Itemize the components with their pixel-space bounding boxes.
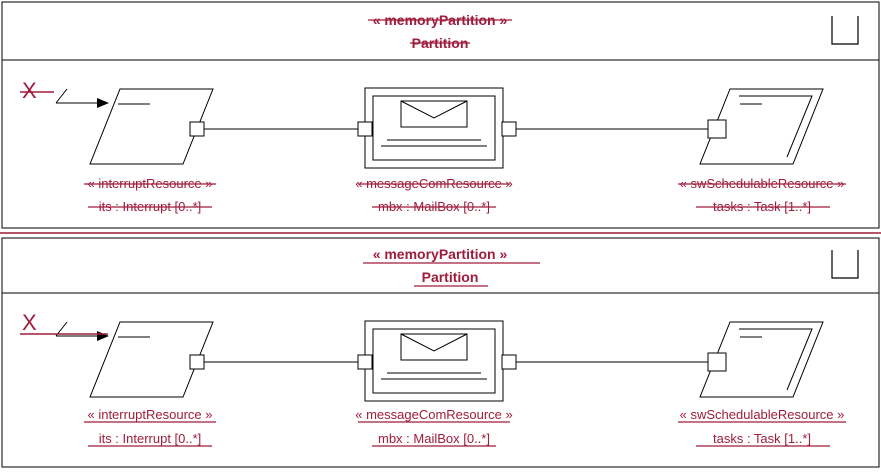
part-stereotype: « interruptResource » bbox=[87, 407, 212, 422]
mailbox-part[interactable]: « messageComResource » mbx : MailBox [0.… bbox=[355, 87, 517, 214]
bin-icon bbox=[831, 250, 859, 279]
interrupt-parallelogram-icon bbox=[89, 321, 214, 398]
port-square[interactable] bbox=[189, 121, 205, 137]
port-label: X bbox=[22, 310, 37, 335]
mailbox-inner-frame bbox=[372, 328, 496, 394]
panel-name: Partition bbox=[422, 269, 479, 285]
task-inner-frame bbox=[739, 328, 813, 391]
panel-border bbox=[1, 1, 880, 229]
port-square[interactable] bbox=[707, 352, 727, 372]
part-name: mbx : MailBox [0..*] bbox=[378, 431, 490, 446]
port-square[interactable] bbox=[501, 121, 517, 137]
mailbox-icon bbox=[364, 87, 504, 169]
panel-stereotype: « memoryPartition » bbox=[373, 246, 508, 262]
task-resource-part[interactable]: « swSchedulableResource » tasks : Task [… bbox=[678, 88, 846, 214]
part-stereotype: « swSchedulableResource » bbox=[680, 407, 845, 422]
port-label: X bbox=[22, 78, 37, 103]
interrupt-parallelogram-icon bbox=[89, 88, 214, 165]
mailbox-part[interactable]: « messageComResource » mbx : MailBox [0.… bbox=[355, 320, 517, 447]
task-resource-part[interactable]: « swSchedulableResource » tasks : Task [… bbox=[678, 321, 846, 447]
task-inner-frame bbox=[739, 95, 813, 158]
partition-panel-2: « memoryPartition » Partition X « interr… bbox=[1, 237, 880, 468]
part-stereotype: « messageComResource » bbox=[355, 407, 513, 422]
external-port[interactable]: X bbox=[20, 310, 108, 336]
external-port[interactable]: X bbox=[20, 78, 108, 103]
panel-border bbox=[1, 237, 880, 468]
port-square[interactable] bbox=[189, 354, 205, 370]
port-square[interactable] bbox=[357, 354, 373, 370]
envelope-icon bbox=[400, 100, 468, 128]
envelope-flap bbox=[400, 100, 468, 119]
partition-panel-1: « memoryPartition » Partition X « interr… bbox=[1, 1, 880, 229]
interrupt-resource-part[interactable]: « interruptResource » its : Interrupt [0… bbox=[84, 321, 216, 447]
interrupt-resource-part[interactable]: « interruptResource » its : Interrupt [0… bbox=[84, 88, 216, 214]
port-square[interactable] bbox=[357, 121, 373, 137]
part-name: its : Interrupt [0..*] bbox=[99, 431, 202, 446]
port-square[interactable] bbox=[707, 119, 727, 139]
mailbox-inner-frame bbox=[372, 95, 496, 161]
port-arrow bbox=[55, 88, 108, 103]
envelope-icon bbox=[400, 333, 468, 361]
mailbox-icon bbox=[364, 320, 504, 402]
envelope-flap bbox=[400, 333, 468, 352]
bin-icon bbox=[831, 16, 859, 45]
part-name: tasks : Task [1..*] bbox=[713, 431, 811, 446]
port-square[interactable] bbox=[501, 354, 517, 370]
